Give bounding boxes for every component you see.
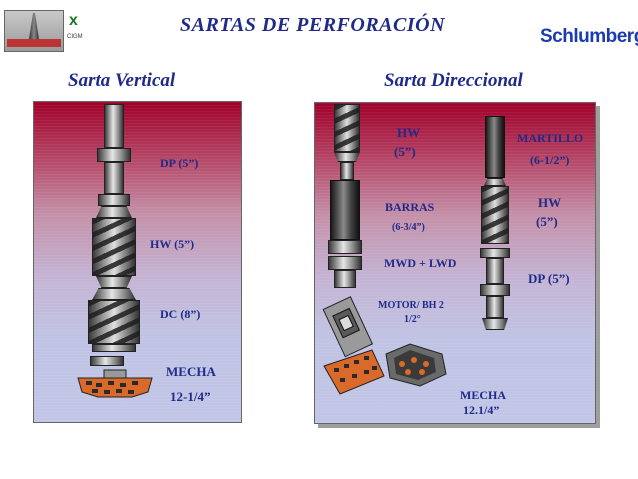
brand-logo: Schlumberger (540, 26, 638, 47)
label-barras: BARRAS (385, 200, 435, 214)
hw-top-taper (334, 152, 360, 162)
label-mecha-right: MECHA (460, 388, 506, 402)
derrick-icon (29, 13, 39, 39)
label-martillo-size: (6-1/2”) (530, 153, 570, 167)
directional-bit-icon (323, 349, 385, 395)
label-barras-size: (6-3/4”) (392, 222, 425, 233)
hw-top-neck (340, 162, 354, 180)
dp-right-end (482, 318, 508, 330)
cigm-logo: x CIGM (66, 12, 88, 44)
dc-sub (92, 344, 136, 352)
cigm-text: CIGM (67, 34, 83, 40)
label-hw-top-size: (5”) (394, 144, 416, 159)
lwd-sub (328, 256, 362, 270)
label-hw: HW (5”) (150, 237, 195, 251)
dp-right-joint (480, 284, 510, 296)
bit-sub (90, 356, 124, 366)
label-martillo: MARTILLO (517, 131, 584, 145)
label-hw-right-size: (5”) (536, 214, 558, 229)
label-mecha: MECHA (166, 364, 216, 379)
dp-right-collar (480, 248, 510, 258)
mwd-sub (328, 240, 362, 254)
motor-bent-housing (322, 296, 374, 358)
dc-spiral (88, 300, 140, 344)
hw-taper (96, 206, 132, 218)
label-dc: DC (8”) (160, 307, 201, 321)
hw-right-spiral (481, 186, 509, 244)
martillo-jar (485, 116, 505, 178)
bit-closeup-icon (385, 343, 447, 387)
dp-tool-joint (97, 148, 131, 162)
label-hw-right: HW (538, 195, 562, 210)
label-mecha-size: 12-1/4” (170, 389, 211, 404)
logo-band (7, 39, 61, 47)
label-motor-size: 1/2° (404, 314, 421, 325)
label-mwd-lwd: MWD + LWD (384, 256, 457, 270)
hw-spiral (92, 218, 136, 276)
label-dp: DP (5”) (160, 156, 199, 170)
dc-taper (92, 288, 136, 300)
company-logo (4, 10, 64, 52)
motor-neck (334, 270, 356, 288)
dp-collar (98, 194, 130, 206)
dp-lower-pipe (104, 162, 124, 194)
hw-bottom-taper (96, 276, 132, 288)
hw-right-taper (484, 178, 506, 186)
vertical-string-panel (33, 101, 242, 423)
dp-right-pipe (486, 258, 504, 284)
right-heading: Sarta Direccional (384, 70, 523, 91)
label-motor: MOTOR/ BH 2 (378, 300, 444, 311)
hw-top-spiral (334, 104, 360, 152)
label-mecha-right-size: 12.1/4” (463, 403, 500, 417)
page-title: SARTAS DE PERFORACIÓN (180, 14, 446, 36)
left-heading: Sarta Vertical (68, 70, 176, 91)
dp-right-lower (486, 296, 504, 318)
label-dp-right: DP (5”) (528, 271, 570, 286)
bit-icon (77, 369, 153, 398)
cigm-mark: x (69, 12, 78, 29)
drill-collar-barras (330, 180, 360, 240)
label-hw-top: HW (397, 125, 421, 140)
dp-upper-pipe (104, 104, 124, 148)
